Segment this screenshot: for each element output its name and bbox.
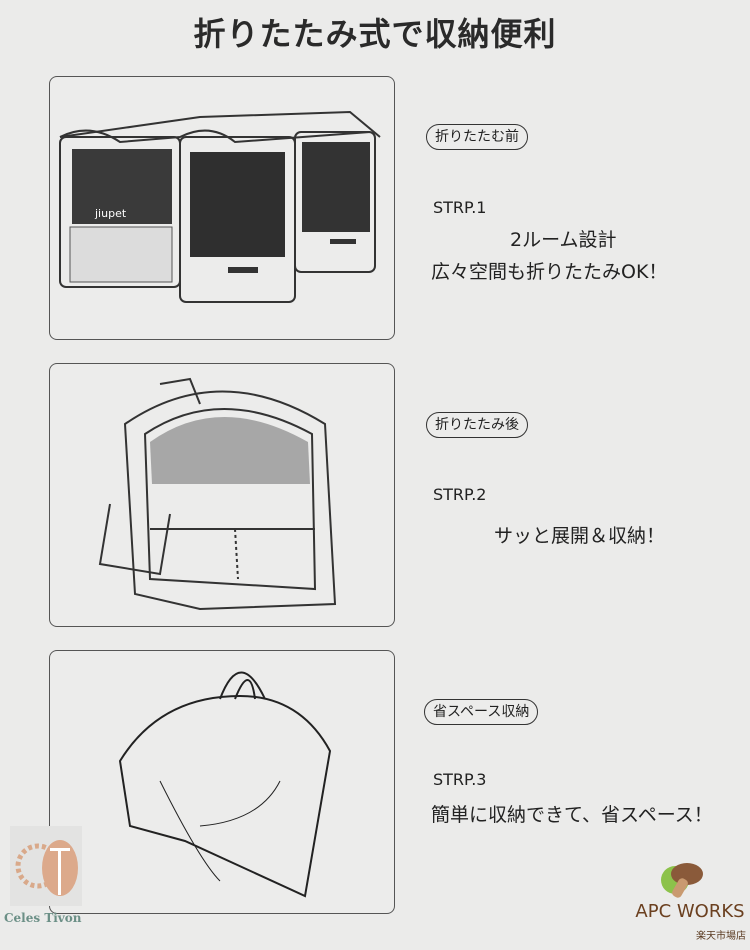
apc-works-logo: APC WORKS 楽天市場店 — [630, 858, 750, 950]
step-1-line-1: 2ルーム設計 — [510, 229, 617, 251]
celes-tivon-logo: Celes Tivon — [4, 826, 100, 930]
celes-tivon-name: Celes Tivon — [4, 911, 82, 925]
folded-carrier-image — [49, 363, 395, 627]
apc-works-subtitle: 楽天市場店 — [696, 931, 746, 942]
step-2-line-1: サッと展開＆収納！ — [494, 525, 666, 547]
storage-bag-image — [49, 650, 395, 914]
celes-tivon-mark — [10, 826, 82, 906]
page-title: 折りたたみ式で収納便利 — [193, 15, 557, 53]
badge-after-folding: 折りたたみ後 — [426, 412, 528, 438]
step-2-label: STRP.2 — [433, 485, 487, 504]
apc-works-name: APC WORKS — [635, 901, 745, 922]
badge-space-saving: 省スペース収納 — [424, 699, 539, 725]
step-3-label: STRP.3 — [433, 770, 487, 789]
badge-before-folding: 折りたたむ前 — [426, 124, 528, 150]
step-1-label: STRP.1 — [433, 198, 487, 217]
unfolded-carrier-image: jiupet — [49, 76, 395, 340]
step-3-line-1: 簡単に収納できて、省スペース！ — [431, 804, 713, 826]
step-1-line-2: 広々空間も折りたたみOK！ — [431, 261, 668, 283]
product-logo: jiupet — [94, 207, 127, 220]
